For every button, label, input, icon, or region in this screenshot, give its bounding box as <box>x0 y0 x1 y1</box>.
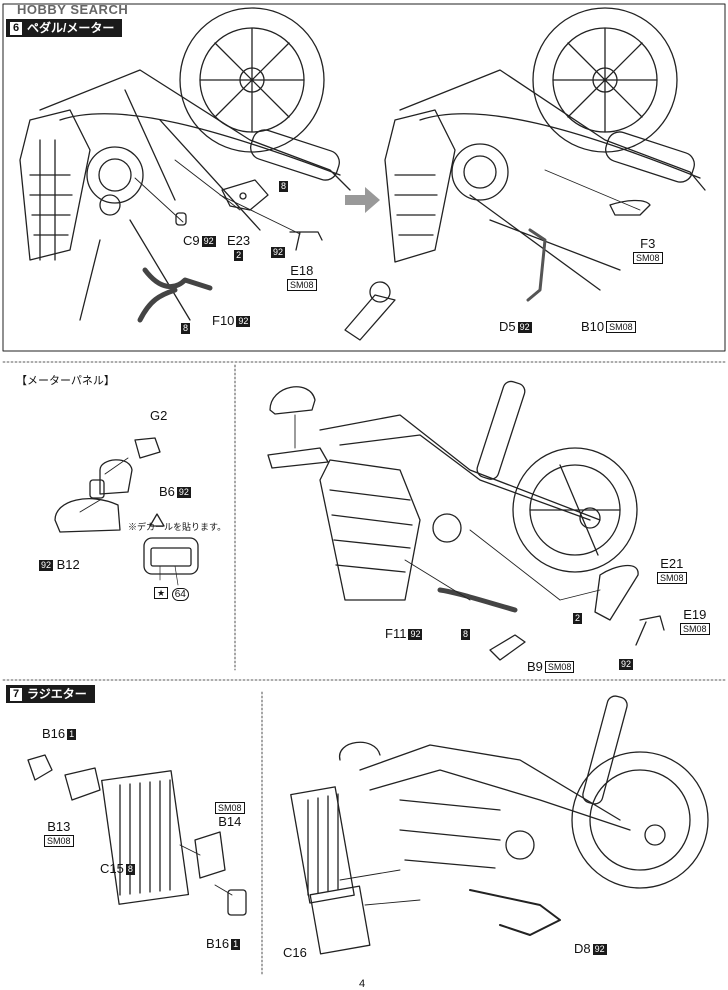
paint-badge: 92 <box>176 487 191 498</box>
step6-bike-before <box>19 7 351 323</box>
paint-badge: 1 <box>231 939 241 950</box>
paint-badge: SM08 <box>657 572 687 584</box>
part-name: G2 <box>150 408 168 423</box>
part-badge-8-top: 8 <box>277 179 289 193</box>
decal-number-64: ★ 64 <box>152 586 189 602</box>
step-number: 6 <box>10 22 22 35</box>
paint-badge: 8 <box>125 864 135 875</box>
meter-bike <box>267 380 665 661</box>
part-name: B6 <box>159 484 175 499</box>
paint-badge: 92 <box>201 236 216 247</box>
paint-badge: 92 <box>592 944 607 955</box>
part-badge-92: 92 <box>617 657 634 671</box>
part-name: F3 <box>640 236 656 251</box>
part-name: B10 <box>581 319 605 334</box>
part-badge-8-bottom: 8 <box>179 321 191 335</box>
paint-badge: 92 <box>619 659 634 670</box>
meter-parts <box>54 437 199 586</box>
page-number: 4 <box>359 978 366 990</box>
part-label-g2: G2 <box>150 409 167 423</box>
part-name: C9 <box>183 233 200 248</box>
paint-badge: 2 <box>234 250 244 261</box>
part-name: E19 <box>683 607 707 622</box>
paint-badge: 92 <box>39 560 54 571</box>
part-name: F10 <box>212 313 235 328</box>
paint-badge: 92 <box>517 322 532 333</box>
paint-badge: 92 <box>236 316 251 327</box>
part-name: B16 <box>206 936 230 951</box>
part-label-b12: 92 B12 <box>37 558 80 572</box>
part-badge-e23-paint: 92 <box>269 245 286 259</box>
paint-badge: 92 <box>271 247 286 258</box>
part-name: B14 <box>218 814 242 829</box>
paint-badge: SM08 <box>215 802 245 814</box>
part-name: D5 <box>499 319 516 334</box>
paint-badge: 8 <box>279 181 289 192</box>
decal-note: ※デカールを貼ります。 <box>128 522 227 532</box>
paint-badge: 2 <box>573 613 583 624</box>
paint-badge: 92 <box>408 629 423 640</box>
part-label-c16: C16 <box>283 946 307 960</box>
watermark: HOBBY SEARCH <box>17 2 129 17</box>
paint-badge: SM08 <box>287 279 317 291</box>
step-7-heading: 7 ラジエター <box>6 685 95 703</box>
part-badge-8-meter: 8 <box>459 627 471 641</box>
part-name: E23 <box>227 233 251 248</box>
part-name: B12 <box>56 557 80 572</box>
part-name: C16 <box>283 945 307 960</box>
paint-badge: 1 <box>67 729 77 740</box>
radiator-parts <box>27 754 247 916</box>
step-title: ラジエター <box>27 687 87 701</box>
paint-badge: 8 <box>461 629 471 640</box>
step6-bike-after <box>344 7 706 341</box>
step-number: 7 <box>10 688 22 701</box>
part-name: B13 <box>47 819 71 834</box>
paint-badge: SM08 <box>44 835 74 847</box>
part-name: C15 <box>100 861 124 876</box>
step6-frame <box>2 3 726 352</box>
paint-badge: 8 <box>181 323 191 334</box>
part-badge-2: 2 <box>571 611 583 625</box>
paint-badge: SM08 <box>606 321 636 333</box>
paint-badge: SM08 <box>633 252 663 264</box>
paint-badge: SM08 <box>680 623 710 635</box>
step-6-heading: 6 ペダル/メーター <box>6 19 123 37</box>
part-name: F11 <box>385 626 407 641</box>
part-name: E18 <box>290 263 314 278</box>
part-name: 64 <box>171 588 189 601</box>
part-name: E21 <box>660 556 684 571</box>
paint-badge: SM08 <box>544 661 575 673</box>
part-name: B9 <box>527 659 543 674</box>
part-name: B16 <box>42 726 66 741</box>
paint-badge: ★ <box>154 587 169 599</box>
right-arrow-icon <box>345 187 380 213</box>
part-name: D8 <box>574 941 591 956</box>
step-title: ペダル/メーター <box>27 21 115 35</box>
radiator-bike <box>290 695 709 955</box>
meter-panel-subtitle: 【メーターパネル】 <box>16 375 115 387</box>
